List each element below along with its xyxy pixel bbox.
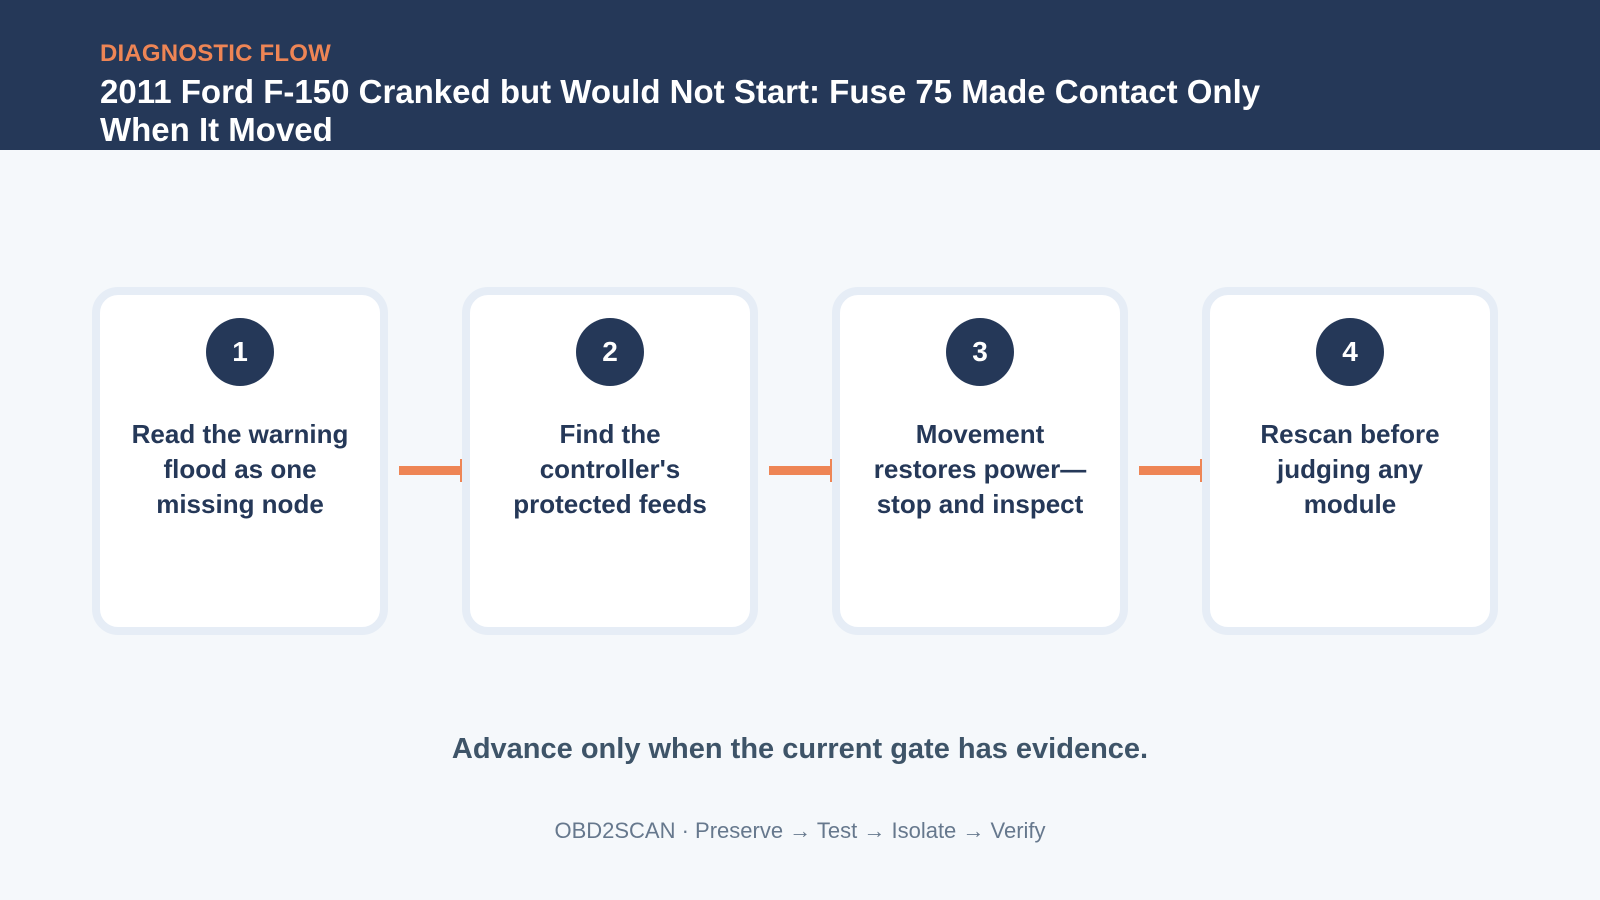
footer-caption: OBD2SCAN · Preserve → Test → Isolate → V…	[554, 818, 1046, 843]
step-card-1: 1 Read the warning flood as one missing …	[92, 287, 388, 635]
step-label: Find the controller's protected feeds	[513, 419, 707, 519]
tagline: Advance only when the current gate has e…	[451, 733, 1149, 765]
step-label: Read the warning flood as one missing no…	[131, 419, 349, 519]
flow-connector-arrow	[769, 459, 832, 482]
step-number-badge: 2	[576, 318, 644, 386]
step-number-badge: 1	[206, 318, 274, 386]
step-card-3: 3 Movement restores power—stop and inspe…	[832, 287, 1128, 635]
step-number-badge: 4	[1316, 318, 1384, 386]
header-banner: DIAGNOSTIC FLOW 2011 Ford F-150 Cranked …	[0, 0, 1600, 150]
step-card-4: 4 Rescan before judging any module	[1202, 287, 1498, 635]
eyebrow-label: DIAGNOSTIC FLOW	[100, 40, 331, 67]
step-label: Movement restores power—stop and inspect	[873, 419, 1087, 519]
step-number-badge: 3	[946, 318, 1014, 386]
page-title: 2011 Ford F-150 Cranked but Would Not St…	[100, 73, 1261, 148]
flow-connector-arrow	[399, 459, 462, 482]
step-card-2: 2 Find the controller's protected feeds	[462, 287, 758, 635]
step-label: Rescan before judging any module	[1260, 419, 1440, 519]
flow-connector-arrow	[1139, 459, 1202, 482]
